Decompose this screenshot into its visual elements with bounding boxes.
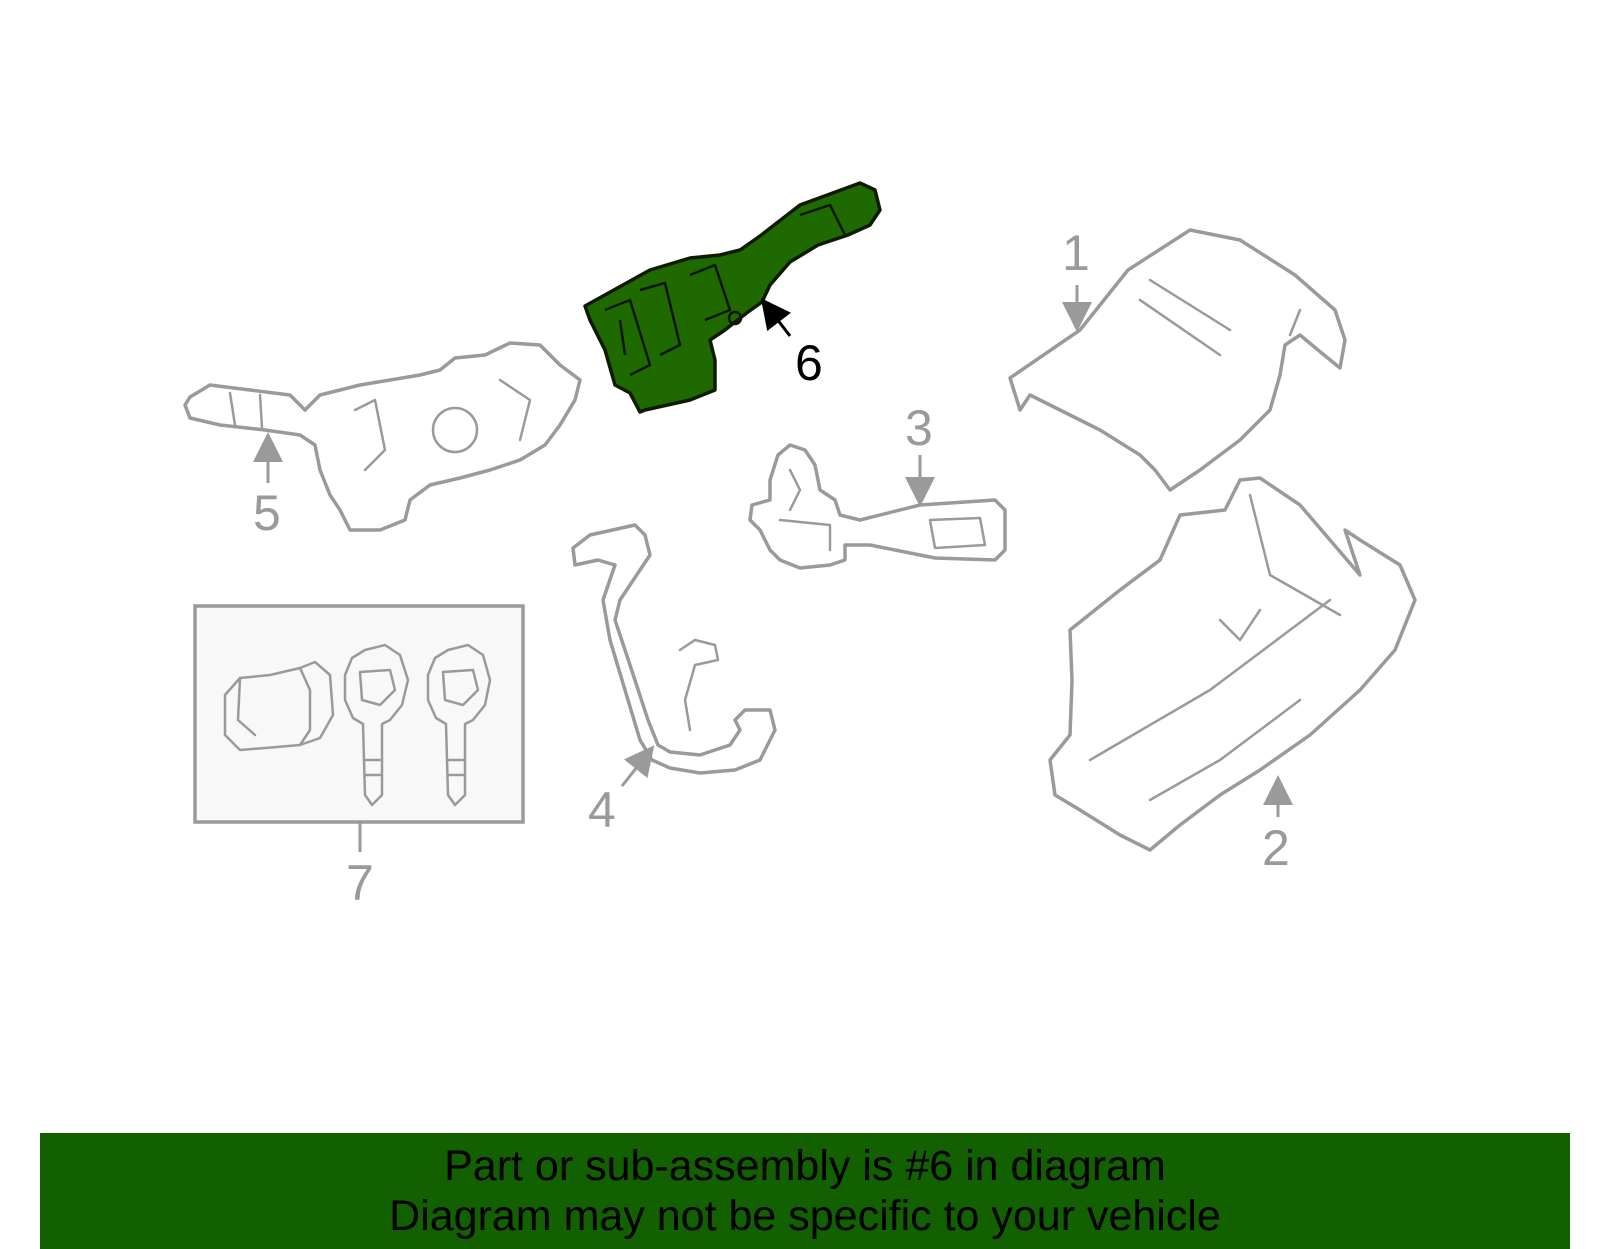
part-7-lock-and-keys[interactable] [193, 604, 525, 852]
key-2 [426, 643, 492, 807]
callout-1: 1 [1062, 225, 1090, 281]
leader-4 [620, 745, 655, 787]
callout-7: 7 [346, 855, 374, 911]
part-5-combination-switch[interactable] [183, 341, 582, 532]
part-3-switch-assembly[interactable] [748, 443, 1007, 570]
callout-2: 2 [1262, 820, 1290, 876]
key-1 [343, 643, 410, 807]
callout-6: 6 [795, 335, 823, 391]
callout-5: 5 [253, 485, 281, 541]
info-banner: Part or sub-assembly is #6 in diagram Di… [40, 1133, 1570, 1249]
lock-cylinder [223, 660, 335, 752]
part-6-wiper-switch-highlighted[interactable] [583, 181, 882, 414]
banner-line-1: Part or sub-assembly is #6 in diagram [444, 1142, 1166, 1190]
callout-3: 3 [905, 400, 933, 456]
part-1-upper-column-cover[interactable] [1008, 228, 1347, 492]
part-4-wire-harness[interactable] [571, 523, 777, 775]
banner-line-2: Diagram may not be specific to your vehi… [389, 1192, 1221, 1240]
leader-6 [760, 298, 792, 337]
callout-4: 4 [588, 782, 616, 838]
part-2-lower-column-cover[interactable] [1048, 476, 1417, 852]
